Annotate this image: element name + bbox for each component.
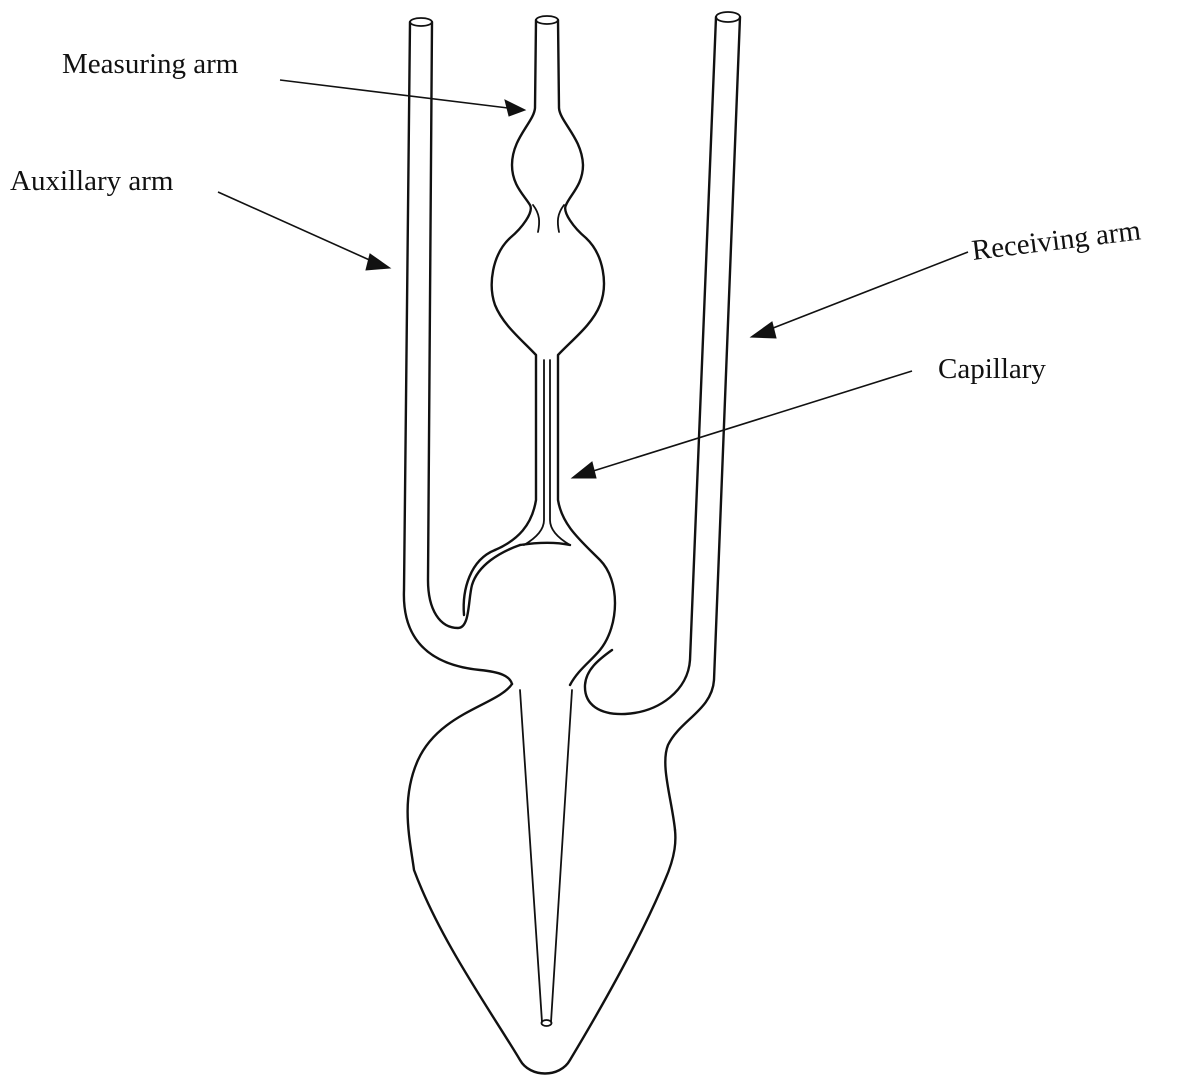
measuring-arm-pointer xyxy=(280,80,525,116)
capillary-pointer xyxy=(572,371,912,478)
receiving-arm-pointer xyxy=(751,252,968,338)
auxiliary-arm xyxy=(404,18,520,684)
auxiliary-arm-pointer xyxy=(218,192,390,270)
measuring-arm xyxy=(492,16,615,685)
receiving-arm xyxy=(585,12,740,830)
receiving-arm-label: Receiving arm xyxy=(970,214,1143,267)
capillary-label: Capillary xyxy=(938,353,1046,385)
lower-bulb xyxy=(464,543,570,615)
measuring-arm-label: Measuring arm xyxy=(62,48,239,80)
auxiliary-arm-label: Auxillary arm xyxy=(10,165,174,197)
reservoir xyxy=(408,684,676,1074)
